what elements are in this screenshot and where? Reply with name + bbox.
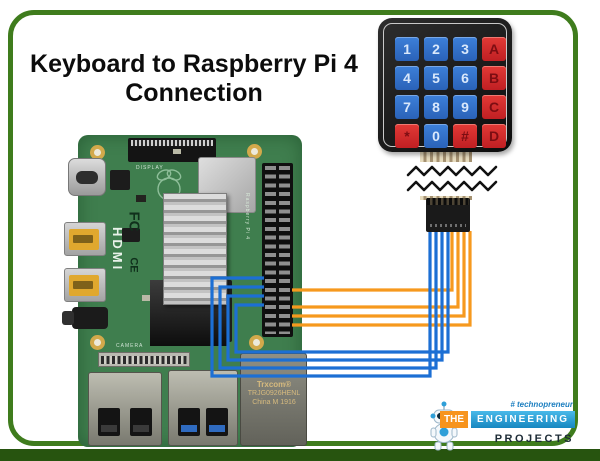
usb-slot bbox=[130, 408, 152, 436]
gpio-pin-column bbox=[265, 166, 276, 334]
keypad-key: 9 bbox=[453, 95, 477, 119]
usb-tab bbox=[133, 425, 149, 432]
keypad-key: B bbox=[482, 66, 506, 90]
cable-connector bbox=[426, 198, 470, 232]
orange-wire-group bbox=[292, 231, 472, 327]
port-slot bbox=[73, 281, 93, 289]
brand-badges: THE ENGINEERING bbox=[439, 411, 575, 428]
raspberry-pi-board: DISPLAY Raspberry Pi 4 HDMI FC CE CAMERA bbox=[62, 135, 307, 447]
brand-word-engineering: ENGINEERING bbox=[470, 411, 575, 428]
connector-pins bbox=[131, 140, 213, 146]
blue-wire bbox=[226, 231, 444, 362]
chip bbox=[122, 228, 140, 242]
orange-wire bbox=[292, 231, 472, 327]
keypad-key: 6 bbox=[453, 66, 477, 90]
hdmi-label: HDMI bbox=[110, 227, 125, 273]
board-silkscreen-text: Raspberry Pi 4 bbox=[244, 193, 250, 241]
keypad-key: 0 bbox=[424, 124, 448, 148]
orange-wire bbox=[292, 231, 454, 292]
usb-c-power-port bbox=[68, 158, 106, 196]
ethernet-label: Trxcom® TRJG0926HENL China M 1916 bbox=[243, 380, 305, 407]
smd-component bbox=[173, 149, 181, 154]
audio-jack-barrel bbox=[62, 311, 74, 325]
keypad-key: 3 bbox=[453, 37, 477, 61]
cable-break-zigzag-icon bbox=[406, 165, 498, 192]
keypad-key: 7 bbox=[395, 95, 419, 119]
blue-wire bbox=[234, 231, 450, 354]
page-title: Keyboard to Raspberry Pi 4 Connection bbox=[10, 50, 378, 108]
title-line-2: Connection bbox=[125, 79, 263, 107]
keypad-key: * bbox=[395, 124, 419, 148]
connector-teeth bbox=[427, 198, 469, 205]
keypad-key: 2 bbox=[424, 37, 448, 61]
usb2-port bbox=[88, 372, 162, 446]
camera-label: CAMERA bbox=[116, 343, 144, 349]
micro-hdmi-port-1 bbox=[64, 268, 106, 302]
usb-slot bbox=[98, 408, 120, 436]
usb-tab bbox=[209, 425, 225, 432]
keypad-key: 5 bbox=[424, 66, 448, 90]
ethernet-brand: Trxcom® bbox=[256, 380, 292, 389]
orange-wire bbox=[292, 231, 466, 318]
keypad-key: A bbox=[482, 37, 506, 61]
keypad-key: 4 bbox=[395, 66, 419, 90]
keypad-keys-grid: 1 2 3 A 4 5 6 B 7 8 9 C * 0 # D bbox=[395, 37, 506, 148]
keypad-key: # bbox=[453, 124, 477, 148]
brand-word-projects: PROJECTS bbox=[494, 433, 574, 445]
connector-crimp-dots bbox=[430, 224, 466, 227]
micro-hdmi-port-0 bbox=[64, 222, 106, 256]
brand-tagline: # technopreneur bbox=[510, 400, 573, 409]
usb-slot bbox=[206, 408, 228, 436]
usb-c-slot bbox=[76, 171, 98, 184]
ethernet-model: TRJG0926HENL bbox=[247, 390, 301, 397]
usb-tab bbox=[181, 425, 197, 432]
bottom-green-bar bbox=[0, 449, 600, 461]
keypad-key: C bbox=[482, 95, 506, 119]
usb3-port bbox=[168, 370, 238, 446]
mounting-hole bbox=[249, 335, 264, 350]
blue-wire bbox=[210, 231, 432, 378]
keypad-key: D bbox=[482, 124, 506, 148]
usb-tab bbox=[101, 425, 117, 432]
gpio-pin-column bbox=[279, 166, 290, 334]
usb-slot bbox=[178, 408, 200, 436]
orange-wire bbox=[292, 231, 460, 309]
audio-jack bbox=[62, 307, 108, 329]
brand-word-the: THE bbox=[439, 411, 468, 428]
blue-wire bbox=[218, 231, 438, 370]
smd-component bbox=[136, 195, 146, 202]
camera-connector bbox=[98, 352, 190, 367]
membrane-keypad: 1 2 3 A 4 5 6 B 7 8 9 C * 0 # D bbox=[378, 18, 512, 152]
brand-logo: # technopreneur THE ENGINEERING PROJECTS bbox=[425, 396, 575, 454]
keypad-key: 8 bbox=[424, 95, 448, 119]
mounting-hole bbox=[90, 335, 105, 350]
title-line-1: Keyboard to Raspberry Pi 4 bbox=[30, 50, 358, 78]
port-slot bbox=[73, 235, 93, 243]
connector-pins bbox=[101, 356, 187, 364]
ethernet-origin: China M 1916 bbox=[252, 399, 296, 406]
blue-wire-group bbox=[210, 231, 450, 378]
display-label: DISPLAY bbox=[136, 165, 164, 171]
chip bbox=[110, 170, 130, 190]
gpio-header bbox=[262, 163, 293, 337]
smd-component bbox=[142, 295, 151, 301]
keypad-key: 1 bbox=[395, 37, 419, 61]
heatsink bbox=[163, 193, 227, 305]
cable-break-band bbox=[404, 162, 500, 196]
